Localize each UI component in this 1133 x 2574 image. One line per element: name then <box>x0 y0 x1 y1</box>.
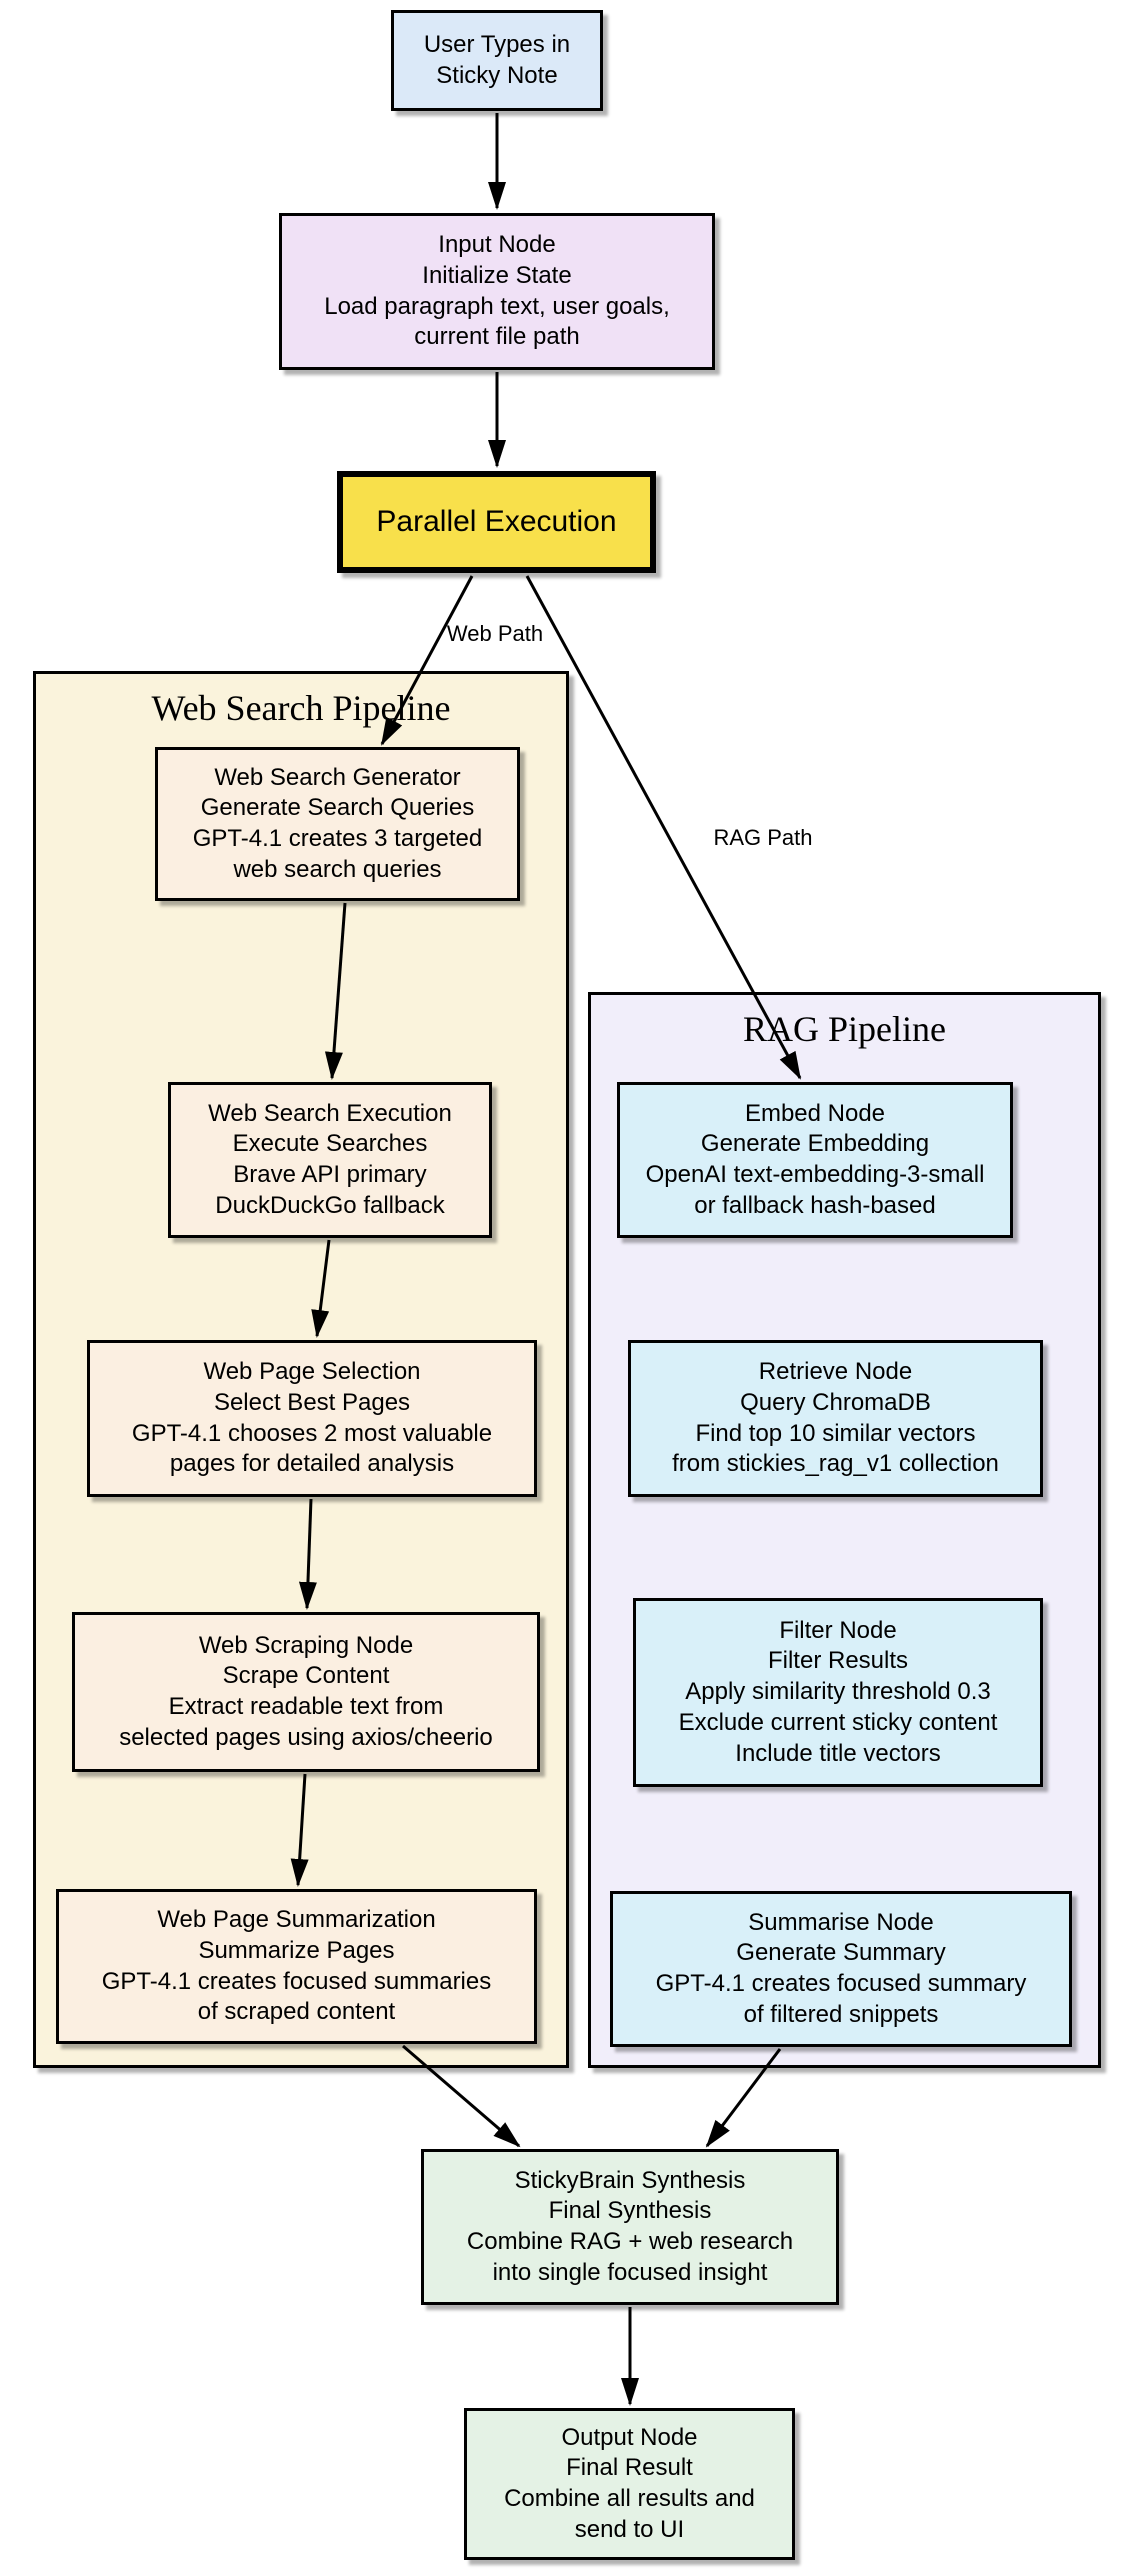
node-summarise: Summarise Node Generate Summary GPT-4.1 … <box>610 1891 1072 2047</box>
edge-label-rag-path: RAG Path <box>713 825 813 850</box>
node-user-types-in-sticky-note: User Types in Sticky Note <box>391 10 603 111</box>
edge-generator-to-execution <box>324 902 347 1080</box>
node-retrieve: Retrieve Node Query ChromaDB Find top 10… <box>628 1340 1043 1497</box>
edge-summarization-to-synthesis <box>402 2044 521 2148</box>
edge-parallel-to-embed <box>525 575 802 1080</box>
node-web-page-summarization: Web Page Summarization Summarize Pages G… <box>56 1889 537 2044</box>
node-web-page-selection: Web Page Selection Select Best Pages GPT… <box>87 1340 537 1497</box>
node-web-search-execution: Web Search Execution Execute Searches Br… <box>168 1082 492 1238</box>
node-embed: Embed Node Generate Embedding OpenAI tex… <box>617 1082 1013 1238</box>
node-filter: Filter Node Filter Results Apply similar… <box>633 1598 1043 1787</box>
node-stickybrain-synthesis: StickyBrain Synthesis Final Synthesis Co… <box>421 2149 839 2305</box>
node-web-search-generator: Web Search Generator Generate Search Que… <box>155 747 520 901</box>
edge-parallel-to-web-generator <box>380 575 474 746</box>
node-output: Output Node Final Result Combine all res… <box>464 2408 795 2560</box>
node-input: Input Node Initialize State Load paragra… <box>279 213 715 370</box>
edge-selection-to-scraping <box>298 1498 317 1610</box>
cluster-title-rag-pipeline: RAG Pipeline <box>743 1009 946 1049</box>
node-parallel-execution: Parallel Execution <box>337 471 656 573</box>
edge-label-web-path: Web Path <box>446 621 544 646</box>
node-web-scraping: Web Scraping Node Scrape Content Extract… <box>72 1612 540 1772</box>
edge-scraping-to-summarization <box>290 1773 309 1887</box>
edge-execution-to-selection <box>311 1239 331 1338</box>
edge-summarise-to-synthesis <box>705 2048 782 2148</box>
